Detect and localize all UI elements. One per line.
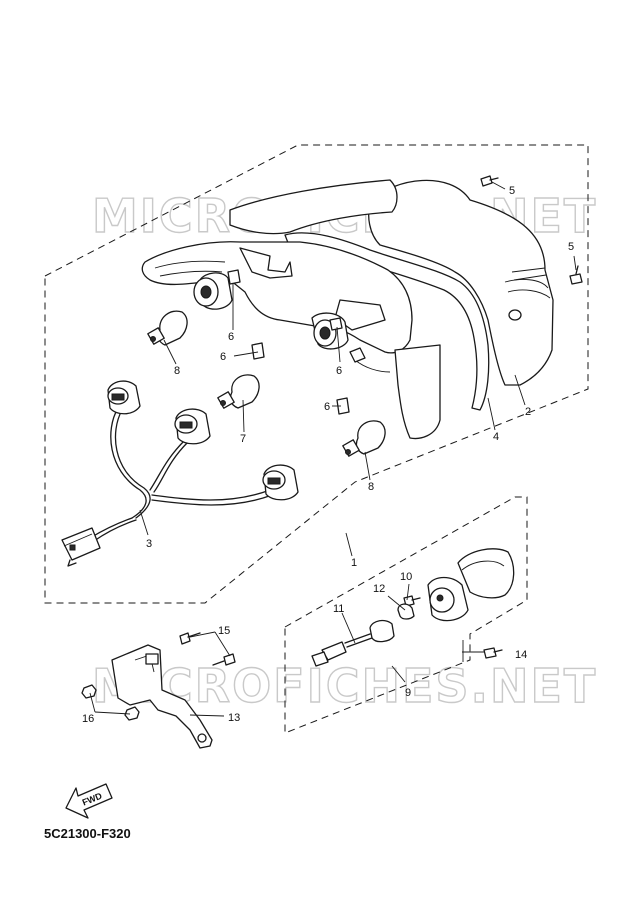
callout-5-top: 5: [509, 185, 515, 197]
callout-12: 12: [373, 583, 385, 595]
callout-2: 2: [525, 406, 531, 418]
subassembly-9-boundary: [284, 496, 528, 734]
callout-4: 4: [493, 431, 499, 443]
callout-10: 10: [400, 571, 412, 583]
callout-5-right: 5: [568, 241, 574, 253]
callout-6-loose-right: 6: [324, 401, 330, 413]
bulb-7: [217, 374, 260, 409]
taillight-housing-part-2: [368, 179, 554, 386]
callout-8-right: 8: [368, 481, 374, 493]
bracket-part-13: [111, 644, 213, 749]
socket-cord-11: [311, 619, 395, 667]
callout-7: 7: [240, 433, 246, 445]
callout-14: 14: [515, 649, 527, 661]
license-light-lens-part-9: [427, 548, 515, 622]
nut-16-a: [81, 684, 97, 699]
callout-15: 15: [218, 625, 230, 637]
screw-14: [483, 647, 503, 659]
callout-16: 16: [82, 713, 94, 725]
bolt-15-b: [212, 653, 236, 666]
callout-3: 3: [146, 538, 152, 550]
bolt-15-a: [179, 632, 201, 645]
callout-6-base-right: 6: [336, 365, 342, 377]
callout-1: 1: [351, 557, 357, 569]
bulb-8-left: [147, 310, 188, 346]
callout-6-base-left: 6: [228, 331, 234, 343]
nut-16-b: [124, 706, 140, 721]
screw-5-top: [480, 175, 499, 187]
clip-6-loose-b: [336, 397, 350, 415]
assembly-boundary: [44, 144, 589, 604]
callout-13: 13: [228, 712, 240, 724]
taillight-base: [141, 241, 441, 440]
callout-8-left: 8: [174, 365, 180, 377]
callout-labels: 5 5 6 6 6 6 8 7 8 4 2 3 1 10 12 11 14 9 …: [82, 185, 574, 725]
wire-harness-part-3: [61, 380, 299, 567]
callout-9: 9: [405, 687, 411, 699]
callout-6-loose-left: 6: [220, 351, 226, 363]
diagram-code: 5C21300-F320: [44, 826, 131, 841]
screw-10: [403, 595, 421, 607]
screw-5-right: [569, 265, 583, 285]
clip-6-loose-a: [251, 342, 265, 360]
bulb-8-right: [342, 420, 386, 457]
forward-arrow-icon: FWD: [65, 783, 113, 819]
leader-lines: [89, 181, 577, 717]
callout-11: 11: [333, 603, 344, 615]
